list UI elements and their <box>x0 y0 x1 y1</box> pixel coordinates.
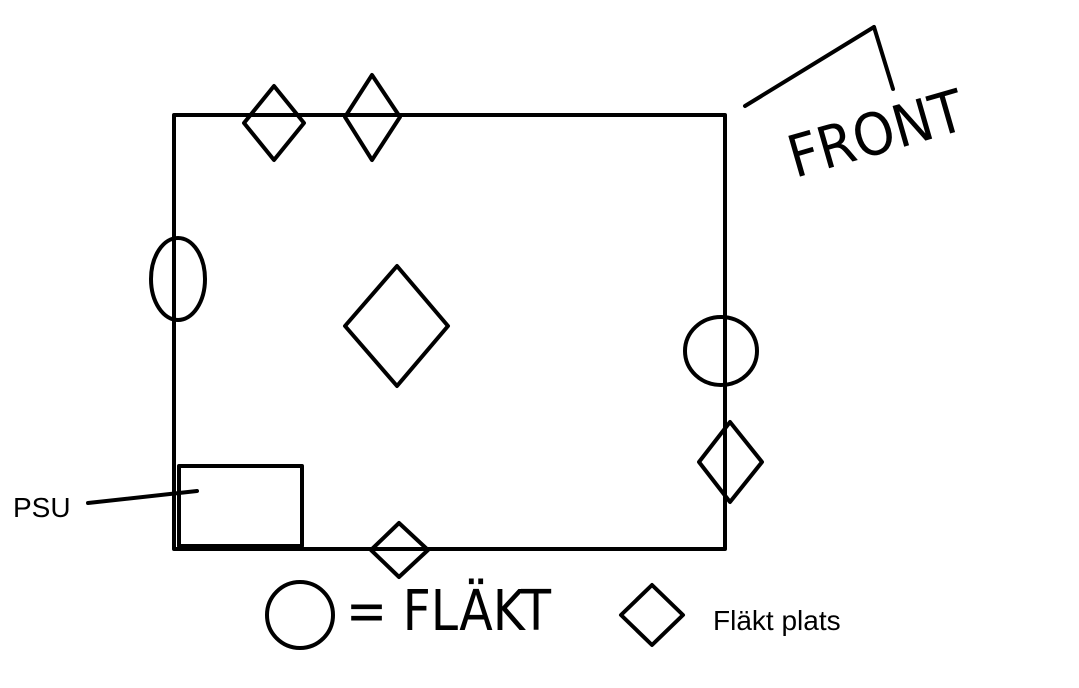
psu-label: PSU <box>13 492 71 523</box>
front-label: FRONT <box>780 76 972 191</box>
psu-box <box>177 464 304 548</box>
fan-right <box>683 315 759 387</box>
case-outline <box>172 113 727 551</box>
fan-slot-top-right <box>343 73 402 162</box>
legend-fan-slot-label: Fläkt plats <box>713 605 841 636</box>
fan-left <box>149 236 207 322</box>
legend-fan-circle <box>265 580 335 650</box>
psu-pointer-line <box>86 489 199 505</box>
legend-fan-label: = FLÄKT <box>346 579 552 644</box>
fan-slot-top-left <box>242 84 306 162</box>
fan-slot-right <box>697 420 764 504</box>
front-arrow-tick <box>872 25 895 91</box>
legend-fan-slot-diamond <box>619 583 685 647</box>
fan-slot-bottom <box>369 521 430 579</box>
fan-slot-center <box>343 264 450 388</box>
front-arrow-line <box>743 25 876 108</box>
